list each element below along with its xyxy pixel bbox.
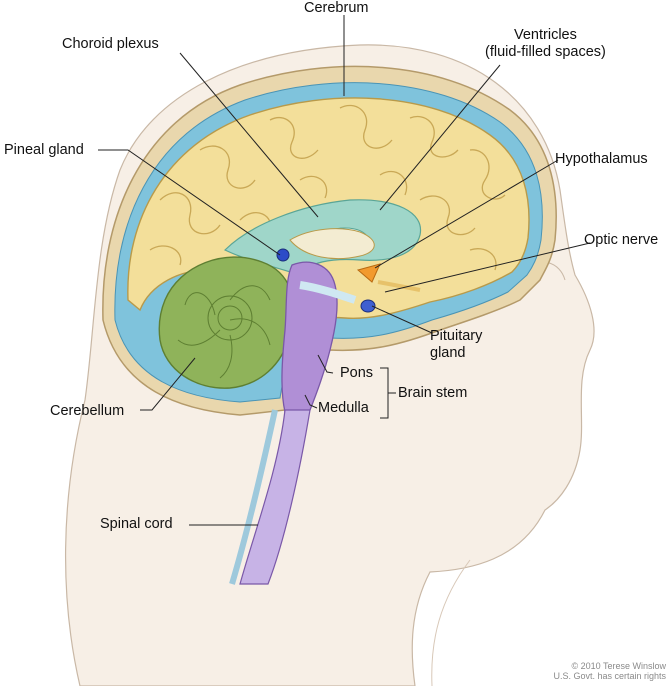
label-cerebellum: Cerebellum	[50, 403, 125, 419]
label-cerebrum: Cerebrum	[304, 0, 369, 16]
label-choroid-plexus: Choroid plexus	[62, 36, 159, 52]
label-optic-nerve: Optic nerve	[584, 232, 659, 248]
pineal-gland	[276, 248, 290, 262]
cerebellum	[158, 256, 295, 389]
brainstem	[281, 261, 338, 413]
label-pineal-gland: Pineal gland	[4, 142, 84, 158]
credit-line2: U.S. Govt. has certain rights	[553, 671, 666, 681]
label-medulla: Medulla	[318, 400, 369, 416]
label-pons: Pons	[340, 365, 374, 381]
spinal-cord	[239, 409, 311, 585]
label-pituitary-line2: gland	[430, 345, 466, 361]
label-brain-stem: Brain stem	[398, 385, 468, 401]
label-pituitary-gland: Pituitary gland	[430, 328, 482, 362]
credit-line1: © 2010 Terese Winslow	[571, 661, 666, 671]
label-hypothalamus: Hypothalamus	[555, 151, 648, 167]
label-ventricles-line2: (fluid-filled spaces)	[485, 44, 606, 60]
hypothalamus	[356, 263, 381, 283]
label-ventricles: Ventricles (fluid-filled spaces)	[485, 27, 606, 61]
copyright-credit: © 2010 Terese Winslow U.S. Govt. has cer…	[553, 661, 666, 681]
pituitary-gland	[360, 299, 376, 313]
label-spinal-cord: Spinal cord	[100, 516, 173, 532]
label-ventricles-line1: Ventricles	[514, 27, 577, 43]
label-pituitary-line1: Pituitary	[430, 328, 483, 344]
